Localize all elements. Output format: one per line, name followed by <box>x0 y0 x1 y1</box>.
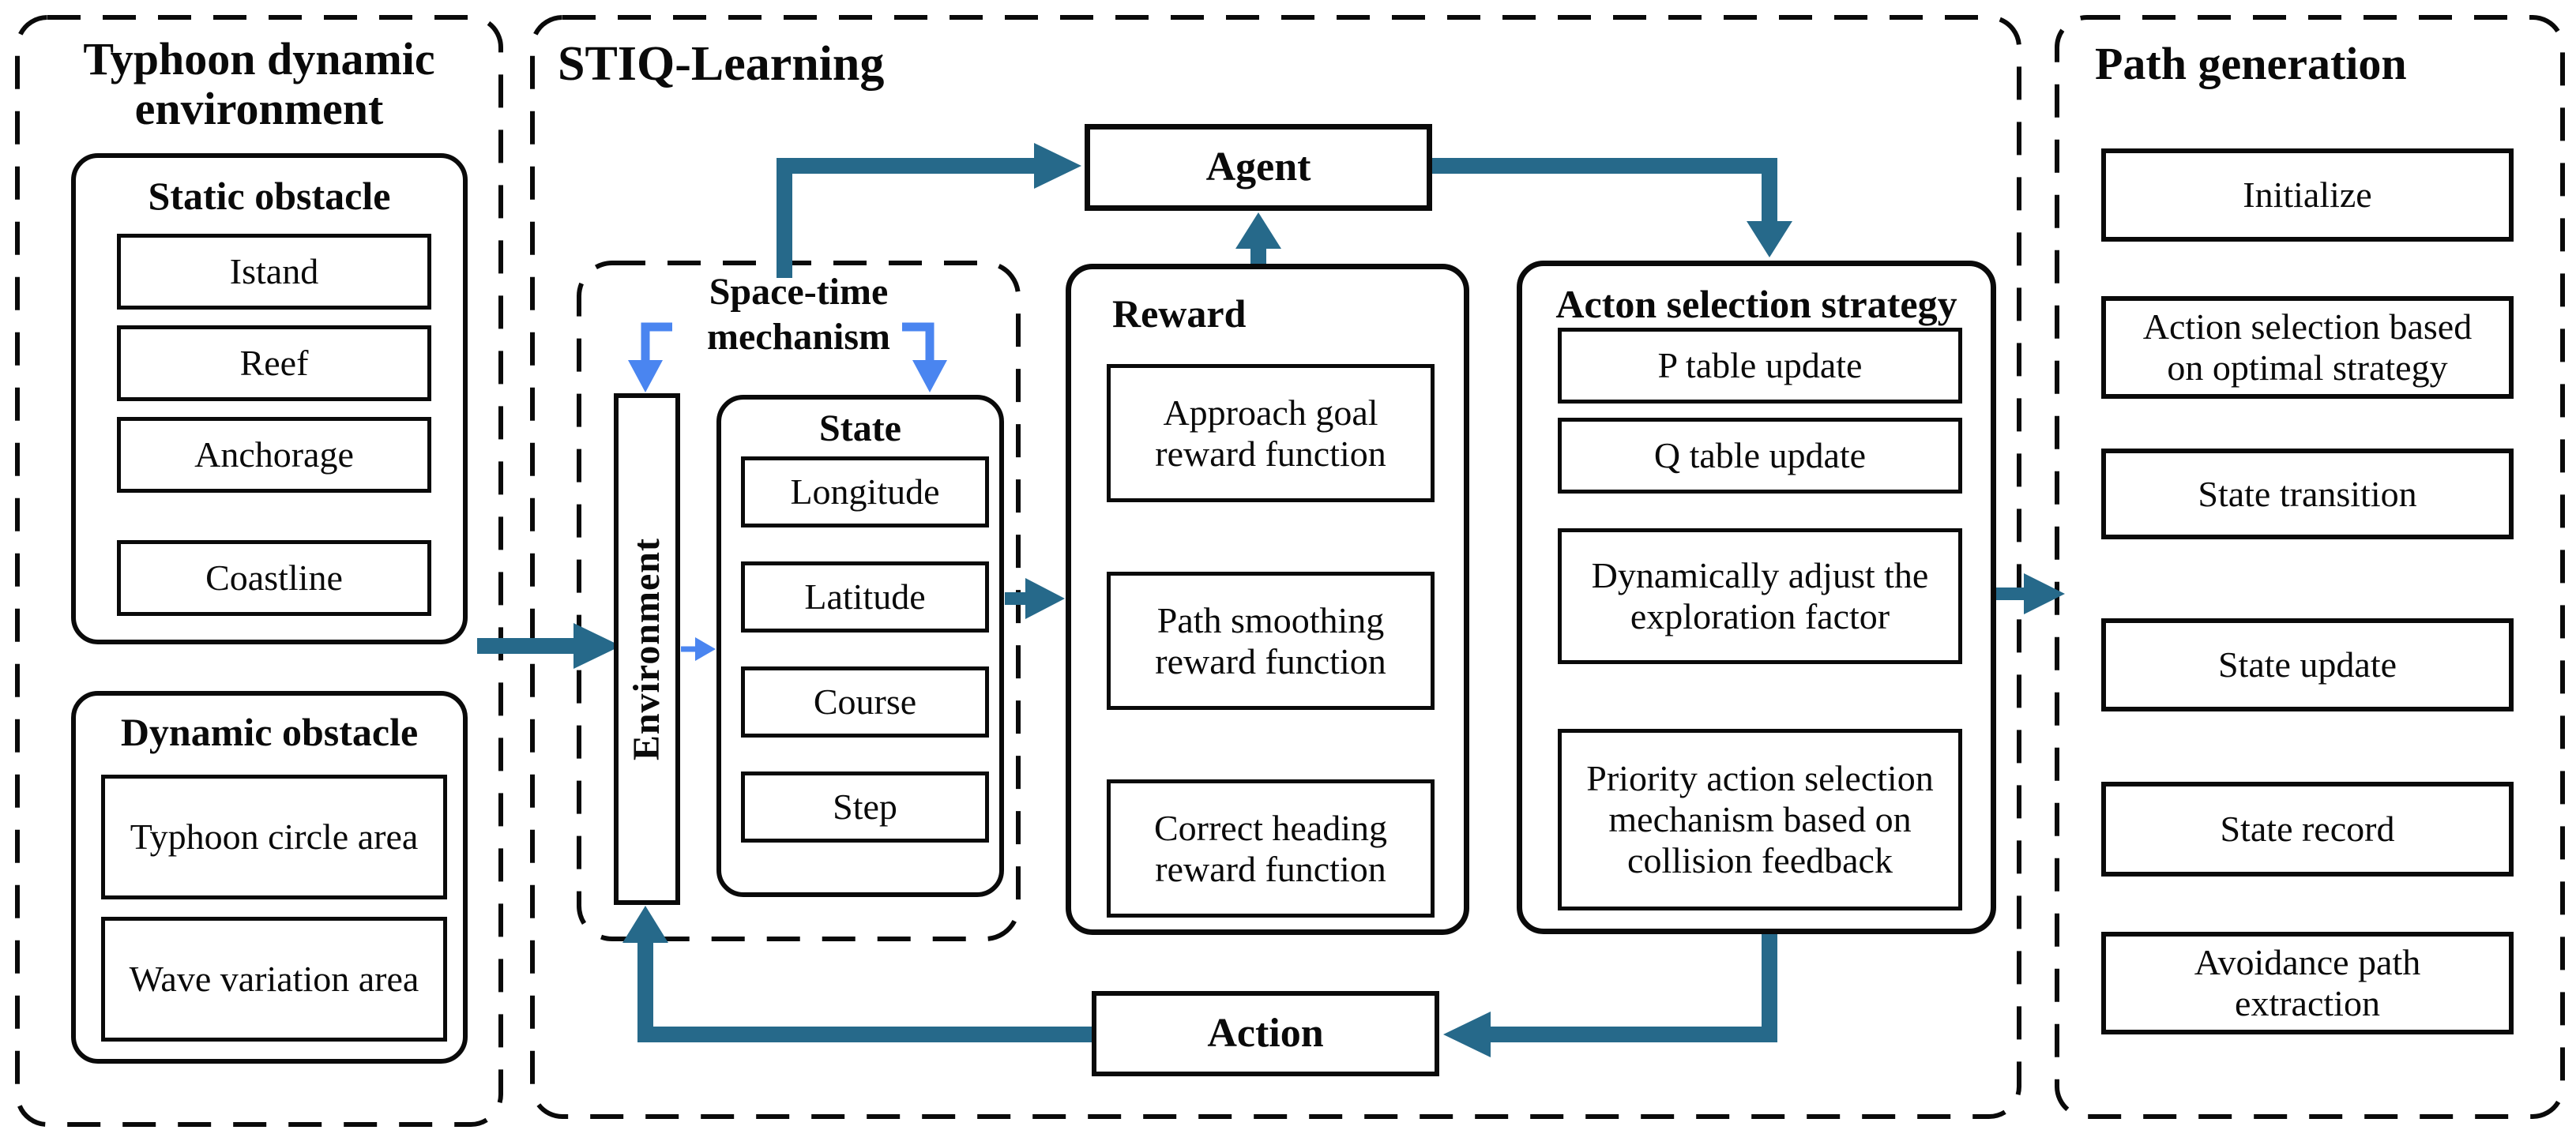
typhoon-environment-panel: Typhoon dynamic environment Static obsta… <box>17 17 501 1124</box>
left-panel-title: Typhoon dynamic environment <box>83 33 435 134</box>
strategy-item: Priority action selection mechanism base… <box>1558 729 1962 910</box>
strategy-item: Dynamically adjust the exploration facto… <box>1558 528 1962 664</box>
state-box: State Longitude Latitude Course Step <box>716 395 1004 897</box>
pathgen-step: Avoidance path extraction <box>2101 932 2514 1034</box>
state-item: Course <box>741 666 989 738</box>
pathgen-step: State update <box>2101 618 2514 711</box>
stiq-panel-title: STIQ-Learning <box>558 37 885 91</box>
state-header: State <box>819 407 901 449</box>
action-box: Action <box>1092 991 1439 1076</box>
pathgen-step: Initialize <box>2101 148 2514 242</box>
static-obstacle-item: Coastline <box>117 540 431 616</box>
static-obstacle-item: Istand <box>117 234 431 310</box>
static-obstacle-item: Reef <box>117 325 431 401</box>
reward-item: Path smoothing reward function <box>1107 572 1435 710</box>
agent-box: Agent <box>1085 124 1432 211</box>
action-label: Action <box>1207 1010 1324 1056</box>
pathgen-step: State record <box>2101 782 2514 877</box>
strategy-item: Q table update <box>1558 418 1962 494</box>
action-selection-strategy-box: Acton selection strategy P table update … <box>1517 261 1996 934</box>
right-panel-title: Path generation <box>2095 38 2407 89</box>
pathgen-step: Action selection based on optimal strate… <box>2101 296 2514 399</box>
agent-label: Agent <box>1205 144 1311 190</box>
dynamic-obstacle-group: Dynamic obstacle Typhoon circle area Wav… <box>71 691 468 1064</box>
dynamic-obstacle-item: Wave variation area <box>101 917 447 1042</box>
dynamic-obstacle-item: Typhoon circle area <box>101 775 447 899</box>
environment-box: Environment <box>614 393 680 905</box>
static-obstacle-group: Static obstacle Istand Reef Anchorage Co… <box>71 153 468 644</box>
reward-header: Reward <box>1112 291 1247 336</box>
spacetime-header: Space-time mechanism <box>707 271 890 358</box>
strategy-header: Acton selection strategy <box>1555 282 1957 326</box>
static-obstacle-item: Anchorage <box>117 417 431 493</box>
static-obstacle-header: Static obstacle <box>148 174 391 218</box>
reward-item: Approach goal reward function <box>1107 364 1435 502</box>
reward-box: Reward Approach goal reward function Pat… <box>1066 264 1469 935</box>
dynamic-obstacle-header: Dynamic obstacle <box>120 710 419 754</box>
state-item: Step <box>741 771 989 843</box>
reward-item: Correct heading reward function <box>1107 779 1435 918</box>
state-item: Latitude <box>741 561 989 633</box>
path-generation-panel: Path generation Initialize Action select… <box>2057 17 2563 1117</box>
state-item: Longitude <box>741 456 989 527</box>
strategy-item: P table update <box>1558 328 1962 404</box>
pathgen-step: State transition <box>2101 449 2514 539</box>
environment-label: Environment <box>625 537 668 761</box>
